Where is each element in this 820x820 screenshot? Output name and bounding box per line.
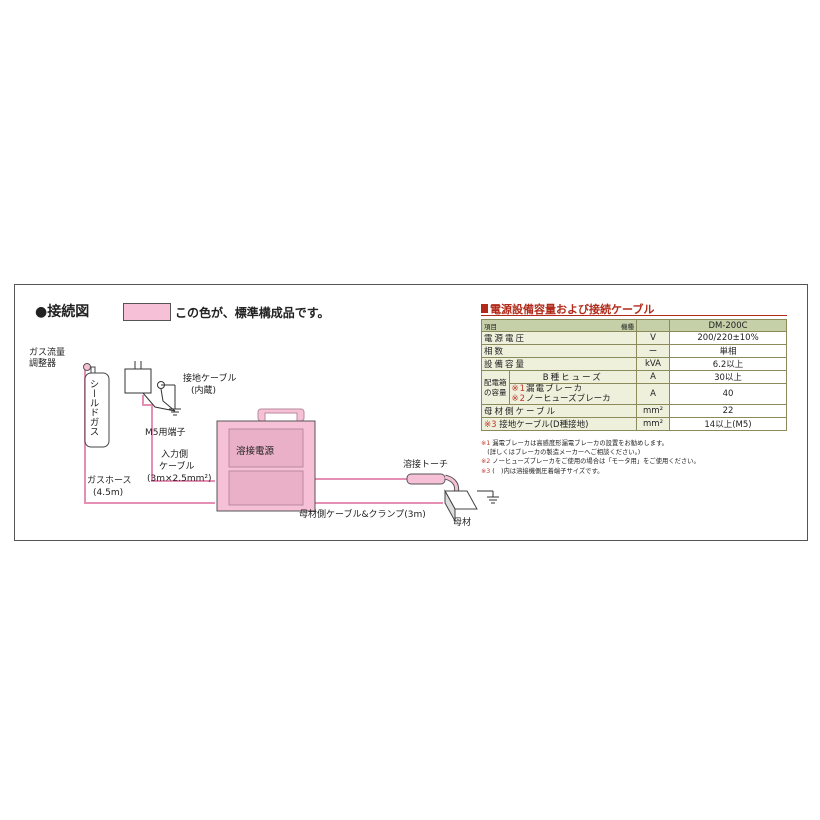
- input-cable-line: [142, 395, 215, 482]
- fuse-value: 30以上: [669, 370, 787, 384]
- note-text: ( )内は溶接機側圧着端子サイズです。: [490, 467, 604, 475]
- table-row: 相数 ー 単相: [481, 344, 787, 358]
- header-unit-cell: [636, 319, 670, 332]
- base-cable-item: 母材側ケーブル: [481, 404, 637, 418]
- breaker-item: ※1漏電ブレーカ ※2ノーヒューズブレーカ: [508, 383, 637, 405]
- note-text: (詳しくはブレーカの製造メーカーへご相談ください。): [481, 449, 641, 457]
- ground-cable-item: ※3 接地ケーブル(D種接地): [481, 417, 637, 431]
- breaker1-label: 漏電ブレーカ: [526, 384, 584, 394]
- table-row: ※3 接地ケーブル(D種接地) mm² 14以上(M5): [481, 417, 787, 431]
- row-item: 設備容量: [481, 357, 637, 371]
- gas-regulator-label-1: ガス流量: [29, 346, 65, 358]
- diagram-title: ●接続図: [35, 304, 90, 320]
- group-label-1: 配電箱: [484, 377, 507, 387]
- note-mark: ※1: [511, 384, 527, 394]
- breaker2-label: ノーヒューズブレーカ: [526, 394, 611, 404]
- ground-cable-unit: mm²: [636, 417, 670, 431]
- base-metal-icon: [444, 489, 499, 523]
- table-row: 母材側ケーブル mm² 22: [481, 404, 787, 418]
- base-metal-label: 母材: [453, 516, 471, 528]
- breaker-value: 40: [669, 383, 787, 405]
- connection-diagram-panel: ガス流量 調整器 シールドガス 接地ケーブル (内蔵) M5用端子 入力側 ケー…: [14, 284, 808, 541]
- spec-table-title-text: 電源設備容量および接続ケーブル: [490, 303, 655, 316]
- torch-label: 溶接トーチ: [403, 458, 448, 470]
- legend-swatch: [123, 303, 171, 321]
- power-source-label: 溶接電源: [236, 445, 275, 457]
- distribution-group-cell: 配電箱 の容量: [481, 370, 510, 405]
- gas-hose-label-1: ガスホース: [87, 475, 132, 486]
- divider: [481, 315, 787, 316]
- ground-cable-value: 14以上(M5): [669, 417, 787, 431]
- table-row: 配電箱 の容量 B種ヒューズ A 30以上: [481, 370, 787, 405]
- header-model-label: 機種: [621, 322, 634, 331]
- gas-cylinder-icon: [84, 366, 110, 448]
- connection-diagram: ガス流量 調整器 シールドガス 接地ケーブル (内蔵) M5用端子 入力側 ケー…: [29, 346, 499, 528]
- table-row: 電源電圧 V 200/220±10%: [481, 331, 787, 345]
- table-row: 設備容量 kVA 6.2以上: [481, 357, 787, 371]
- note-line: ※2 ノーヒューズブレーカをご使用の場合は「モータ用」をご使用ください。: [481, 457, 791, 466]
- note-mark: ※3: [484, 420, 497, 430]
- ground-cable-label-1: 接地ケーブル: [183, 372, 236, 384]
- note-text: 漏電ブレーカは高感度形漏電ブレーカの設置をお勧めします。: [490, 440, 668, 447]
- row-unit: ー: [636, 344, 670, 358]
- gas-regulator-label-2: 調整器: [29, 357, 56, 369]
- square-icon: [481, 304, 488, 313]
- base-cable-label: 母材側ケーブル&クランプ(3m): [299, 508, 426, 520]
- spec-table-title: 電源設備容量および接続ケーブル: [481, 301, 654, 317]
- base-cable-value: 22: [669, 404, 787, 418]
- m5-terminal-label: M5用端子: [145, 426, 186, 438]
- row-value: 6.2以上: [669, 357, 787, 371]
- row-value: 単相: [669, 344, 787, 358]
- header-model: DM-200C: [669, 319, 787, 332]
- row-item: 電源電圧: [481, 331, 637, 345]
- note-mark: ※2: [481, 458, 491, 466]
- ground-cable-item-label: 接地ケーブル(D種接地): [499, 420, 589, 430]
- ground-icon: [161, 384, 181, 416]
- gas-regulator-icon: [83, 363, 91, 371]
- note-mark: ※2: [511, 394, 527, 404]
- gas-hose-label-2: (4.5m): [93, 488, 123, 498]
- row-unit: V: [636, 331, 670, 345]
- spec-table: 項目 機種 DM-200C 電源電圧 V 200/220±10% 相数 ー 単相…: [481, 319, 787, 431]
- group-label-2: の容量: [484, 387, 507, 397]
- ground-cable-label-2: (内蔵): [191, 384, 216, 396]
- breaker-unit: A: [636, 383, 670, 405]
- base-cable-unit: mm²: [636, 404, 670, 418]
- shield-gas-label: シールドガス: [88, 379, 100, 436]
- fuse-item: B種ヒューズ: [508, 370, 637, 384]
- input-cable-label-1: 入力側: [161, 448, 188, 460]
- input-cable-label-2: ケーブル: [159, 460, 194, 472]
- header-item-label: 項目: [484, 322, 497, 331]
- note-mark: ※3: [481, 467, 491, 475]
- note-mark: ※1: [481, 440, 491, 447]
- table-row: ※1漏電ブレーカ ※2ノーヒューズブレーカ A 40: [482, 383, 787, 405]
- header-item-cell: 項目 機種: [481, 319, 637, 332]
- row-value: 200/220±10%: [669, 331, 787, 345]
- legend-text: この色が、標準構成品です。: [175, 306, 330, 320]
- note-text: ノーヒューズブレーカをご使用の場合は「モータ用」をご使用ください。: [490, 458, 700, 466]
- input-cable-label-3: (3m×2.5mm²): [147, 474, 212, 484]
- table-header-row: 項目 機種 DM-200C: [481, 319, 787, 332]
- note-line: (詳しくはブレーカの製造メーカーへご相談ください。): [481, 448, 791, 457]
- row-unit: kVA: [636, 357, 670, 371]
- row-item: 相数: [481, 344, 637, 358]
- welding-power-source: [216, 408, 316, 512]
- note-line: ※3 ( )内は溶接機側圧着端子サイズです。: [481, 467, 791, 476]
- table-notes: ※1 漏電ブレーカは高感度形漏電ブレーカの設置をお勧めします。 (詳しくはブレー…: [481, 439, 791, 476]
- fuse-unit: A: [636, 370, 670, 384]
- power-plug-icon: [124, 361, 176, 412]
- note-line: ※1 漏電ブレーカは高感度形漏電ブレーカの設置をお勧めします。: [481, 439, 791, 448]
